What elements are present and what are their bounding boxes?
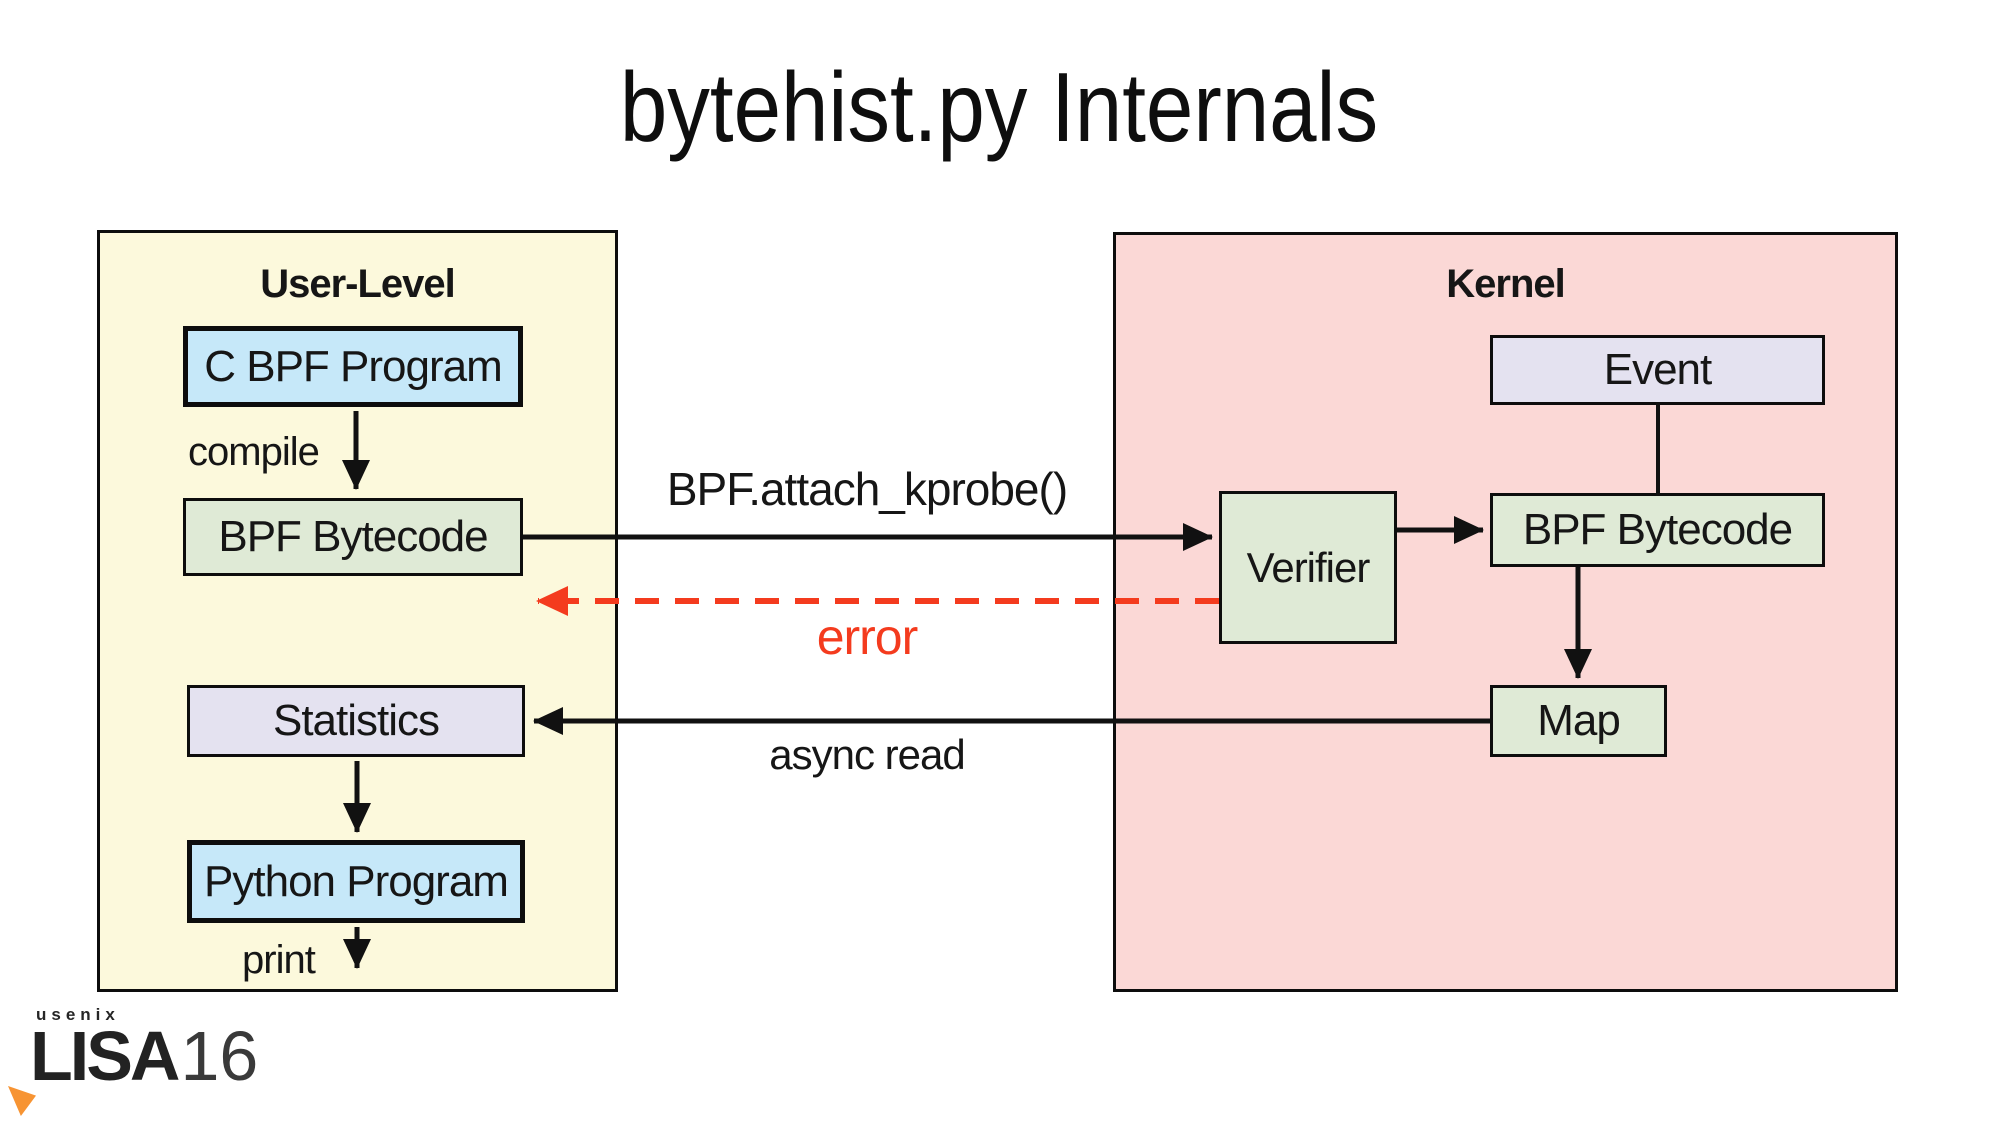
- node-map: Map: [1490, 685, 1667, 757]
- node-python-program: Python Program: [187, 840, 525, 923]
- edge-label-error: error: [816, 609, 919, 665]
- node-statistics: Statistics: [187, 685, 525, 757]
- node-event: Event: [1490, 335, 1825, 405]
- lisa-logo-conference: LISA: [30, 1017, 180, 1095]
- lisa-logo-year: 16: [180, 1017, 259, 1095]
- node-bpf-bytecode-user: BPF Bytecode: [183, 498, 523, 576]
- node-event-label: Event: [1603, 345, 1713, 394]
- usenix-logo-text: usenix: [36, 1005, 120, 1024]
- node-verifier: Verifier: [1219, 491, 1397, 644]
- lisa16-logo-text: LISA16: [30, 1021, 258, 1091]
- node-python-program-label: Python Program: [204, 856, 509, 906]
- kernel-panel-title: Kernel: [1446, 262, 1566, 306]
- edge-label-attach-kprobe: BPF.attach_kprobe(): [666, 463, 1068, 515]
- node-bpf-bytecode-kernel: BPF Bytecode: [1490, 493, 1825, 567]
- user-level-panel-title: User-Level: [260, 262, 456, 306]
- node-bpf-bytecode-kernel-label: BPF Bytecode: [1522, 505, 1793, 554]
- node-verifier-label: Verifier: [1246, 543, 1371, 591]
- node-c-bpf-program: C BPF Program: [183, 326, 523, 407]
- node-statistics-label: Statistics: [272, 696, 440, 745]
- edge-label-async-read: async read: [769, 731, 965, 778]
- node-bpf-bytecode-user-label: BPF Bytecode: [218, 512, 488, 561]
- slide-title: bytehist.py Internals: [619, 52, 1379, 162]
- node-c-bpf-program-label: C BPF Program: [204, 341, 503, 391]
- edge-label-compile: compile: [188, 430, 320, 474]
- edge-label-print: print: [242, 938, 316, 982]
- node-map-label: Map: [1537, 696, 1621, 745]
